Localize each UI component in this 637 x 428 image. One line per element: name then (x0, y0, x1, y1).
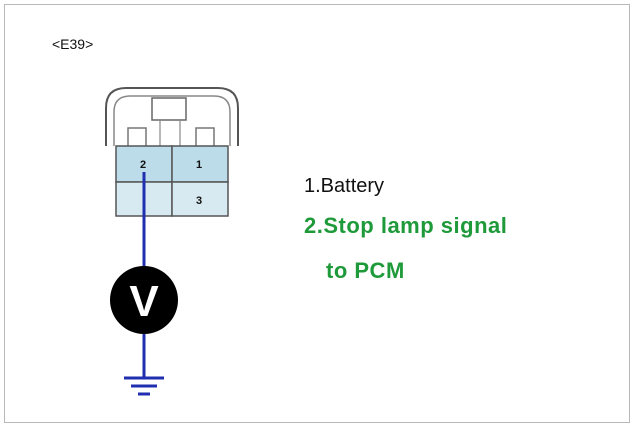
ground-icon (124, 376, 164, 396)
pin-cell-3 (171, 181, 229, 217)
legend-item-stop-lamp-signal-cont: to PCM (326, 258, 405, 283)
pin-cell-1 (171, 145, 229, 183)
legend-item-stop-lamp-signal: 2.Stop lamp signal (304, 213, 508, 238)
voltmeter-symbol: V (129, 277, 159, 326)
connector-lock-tab (151, 97, 187, 121)
diagram-frame (4, 4, 630, 423)
connector-housing (105, 87, 239, 146)
pin-number-1: 1 (196, 159, 202, 171)
pin-number-2: 2 (140, 159, 146, 171)
connector-id-label: <E39> (52, 36, 94, 52)
voltmeter-icon: V (110, 266, 178, 334)
legend-item-battery: 1.Battery (304, 175, 385, 197)
pin-number-3: 3 (196, 195, 202, 207)
connector-pin-grid: 2 1 3 (115, 145, 229, 217)
